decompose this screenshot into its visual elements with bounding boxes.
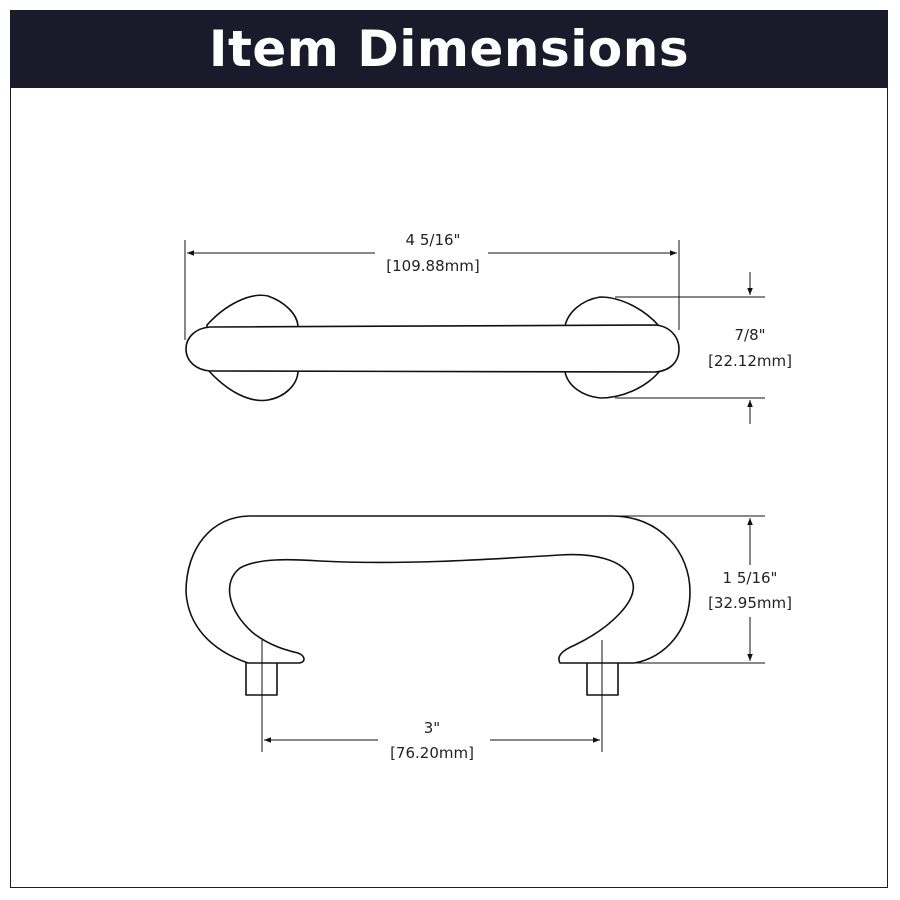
height-metric-label: [32.95mm] (708, 594, 792, 612)
handle-arch (185, 515, 691, 664)
top-view-handle (185, 294, 680, 402)
handle-bar (185, 324, 680, 373)
header-banner: Item Dimensions (10, 10, 888, 88)
width-imperial-label: 7/8" (734, 326, 765, 344)
center-imperial-label: 3" (424, 719, 440, 737)
page-title: Item Dimensions (208, 20, 690, 78)
height-dimension: 1 5/16" [32.95mm] (612, 515, 792, 664)
center-to-center-dimension: 3" [76.20mm] (261, 640, 603, 762)
width-metric-label: [22.12mm] (708, 352, 792, 370)
length-imperial-label: 4 5/16" (406, 231, 461, 249)
length-metric-label: [109.88mm] (386, 257, 479, 275)
center-metric-label: [76.20mm] (390, 744, 474, 762)
height-imperial-label: 1 5/16" (723, 569, 778, 587)
length-dimension: 4 5/16" [109.88mm] (184, 231, 680, 340)
width-dimension: 7/8" [22.12mm] (615, 272, 792, 424)
